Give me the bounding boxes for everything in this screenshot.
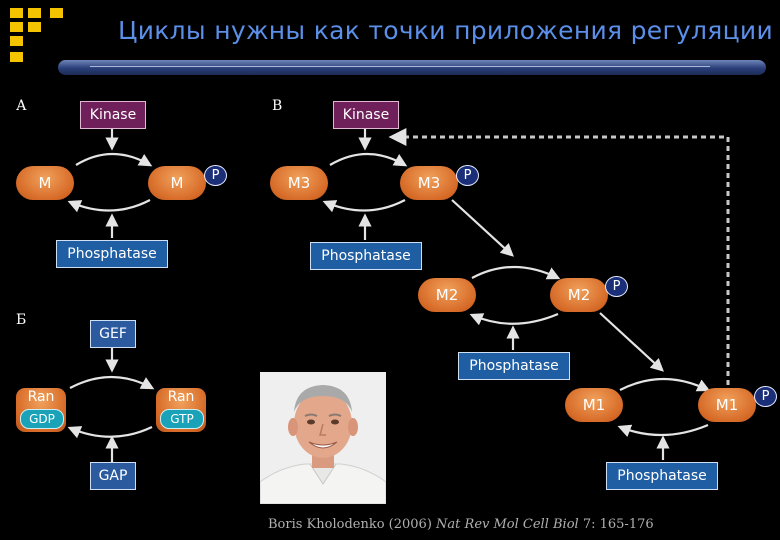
gef-box: GEF	[90, 320, 136, 348]
kinase-box-a: Kinase	[80, 101, 146, 129]
arrow-v2-bottom	[469, 312, 559, 326]
node-m2-left: M2	[418, 278, 476, 312]
phospho-badge-a: P	[204, 165, 227, 186]
node-m3-right: M3	[400, 166, 458, 200]
arrow-v1-top	[329, 152, 408, 167]
node-m1-right: M1	[698, 388, 756, 422]
author-photo	[260, 372, 386, 504]
node-m2-right: M2	[550, 278, 608, 312]
slide-title: Циклы нужны как точки приложения регуляц…	[118, 16, 774, 45]
title-underline-line	[90, 66, 710, 67]
arrow-v1-bottom	[322, 199, 406, 213]
arrow-v3-bottom	[617, 423, 709, 438]
arrow-b-top	[69, 375, 155, 390]
node-m-left: M	[16, 166, 74, 200]
kinase-box-v: Kinase	[333, 101, 399, 129]
phospho-badge-m2: P	[605, 276, 628, 297]
arrow-feedback-dashed	[388, 128, 730, 385]
arrow-v2-top	[471, 265, 561, 280]
phospho-badge-m3: P	[456, 165, 479, 186]
arrow-m2-to-m1	[599, 312, 664, 372]
node-m3-left: M3	[270, 166, 328, 200]
ran-label: Ran	[27, 389, 55, 405]
caption-journal: Nat Rev Mol Cell Biol	[436, 517, 579, 532]
node-m-right: M	[148, 166, 206, 200]
ran-label: Ran	[167, 389, 195, 405]
arrow-a-bottom	[67, 199, 151, 213]
gdp-badge: GDP	[20, 409, 64, 429]
phosphatase-box-v2: Phosphatase	[458, 352, 570, 380]
section-label-v: В	[272, 98, 283, 114]
caption-ref: 7: 165-176	[578, 517, 654, 532]
phosphatase-box-v3: Phosphatase	[606, 462, 718, 490]
arrow-v3-top	[619, 377, 711, 392]
ran-gdp-node: Ran GDP	[16, 388, 66, 432]
phosphatase-box-v1: Phosphatase	[310, 242, 422, 270]
node-m1-left: M1	[565, 388, 623, 422]
gap-box: GAP	[90, 462, 136, 490]
title-underline-bar	[58, 60, 766, 75]
arrow-m3-to-m2	[451, 199, 514, 257]
citation-caption: Boris Kholodenko (2006) Nat Rev Mol Cell…	[268, 517, 654, 532]
caption-author: Boris Kholodenko (2006)	[268, 517, 437, 532]
arrow-b-bottom	[67, 426, 153, 439]
arrow-a-top	[75, 152, 153, 167]
phospho-badge-m1: P	[754, 386, 777, 407]
phosphatase-box-a: Phosphatase	[56, 240, 168, 268]
gtp-badge: GTP	[160, 409, 204, 429]
section-label-a: А	[16, 98, 27, 114]
section-label-b: Б	[16, 312, 27, 328]
ran-gtp-node: Ran GTP	[156, 388, 206, 432]
